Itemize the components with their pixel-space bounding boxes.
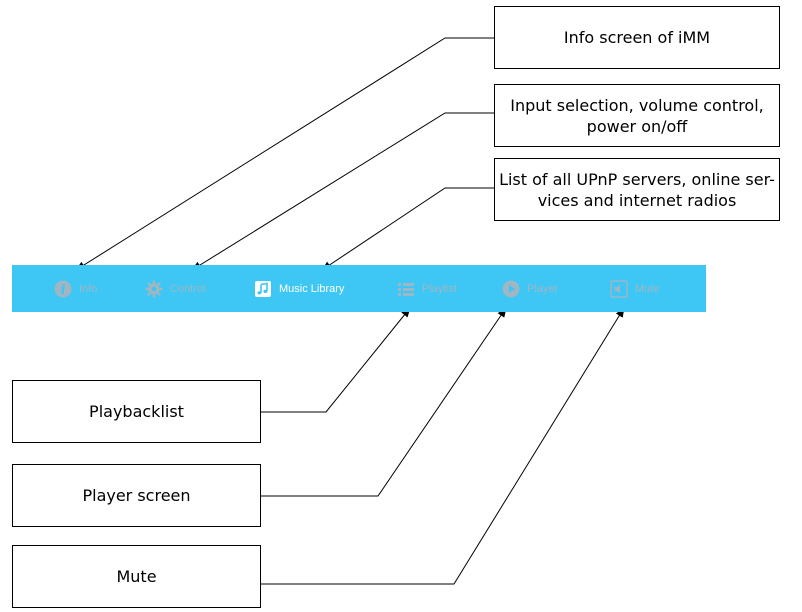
callout-music-library-line1: List of all UPnP servers, online ser-	[499, 169, 775, 189]
tab-mute-label: Mute	[635, 282, 660, 295]
callout-player: Player screen	[12, 464, 261, 527]
music-note-icon	[254, 280, 272, 298]
tab-music-library-label: Music Library	[279, 282, 345, 295]
callout-player-text: Player screen	[82, 486, 191, 505]
connector-mute	[261, 307, 625, 585]
play-icon	[502, 280, 520, 298]
svg-text:i: i	[61, 283, 66, 298]
tab-bar: i Info Control	[12, 265, 706, 312]
callout-music-library: List of all UPnP servers, online ser- vi…	[494, 158, 780, 221]
callout-info: Info screen of iMM	[494, 6, 780, 69]
tab-player-label: Player	[527, 282, 559, 295]
list-icon	[397, 280, 415, 298]
callout-mute: Mute	[12, 545, 261, 608]
callout-control-text: Input selection, volume control, power o…	[510, 95, 764, 136]
callout-mute-text: Mute	[116, 567, 157, 586]
tab-playlist-label: Playlist	[422, 282, 457, 295]
connector-music-library	[321, 187, 494, 271]
connector-player	[261, 307, 507, 497]
tab-info-label: Info	[79, 282, 98, 295]
callout-playlist: Playbacklist	[12, 380, 261, 443]
connector-playlist	[261, 307, 411, 413]
info-icon: i	[54, 280, 72, 298]
tab-player[interactable]: Player	[502, 265, 558, 312]
connector-info	[75, 37, 494, 271]
tab-control[interactable]: Control	[145, 265, 205, 312]
gear-icon	[145, 279, 163, 298]
callout-control: Input selection, volume control, power o…	[494, 84, 780, 147]
tab-playlist[interactable]: Playlist	[397, 265, 457, 312]
callout-playlist-text: Playbacklist	[89, 402, 184, 421]
callout-info-text: Info screen of iMM	[563, 28, 711, 47]
tab-control-label: Control	[170, 282, 206, 295]
tab-music-library[interactable]: Music Library	[254, 265, 344, 312]
connector-control	[191, 112, 494, 271]
tab-mute[interactable]: Mute	[610, 265, 659, 312]
tab-info[interactable]: i Info	[54, 265, 97, 312]
callout-music-library-line2: vices and internet radios	[537, 190, 737, 210]
mute-icon	[610, 279, 628, 298]
